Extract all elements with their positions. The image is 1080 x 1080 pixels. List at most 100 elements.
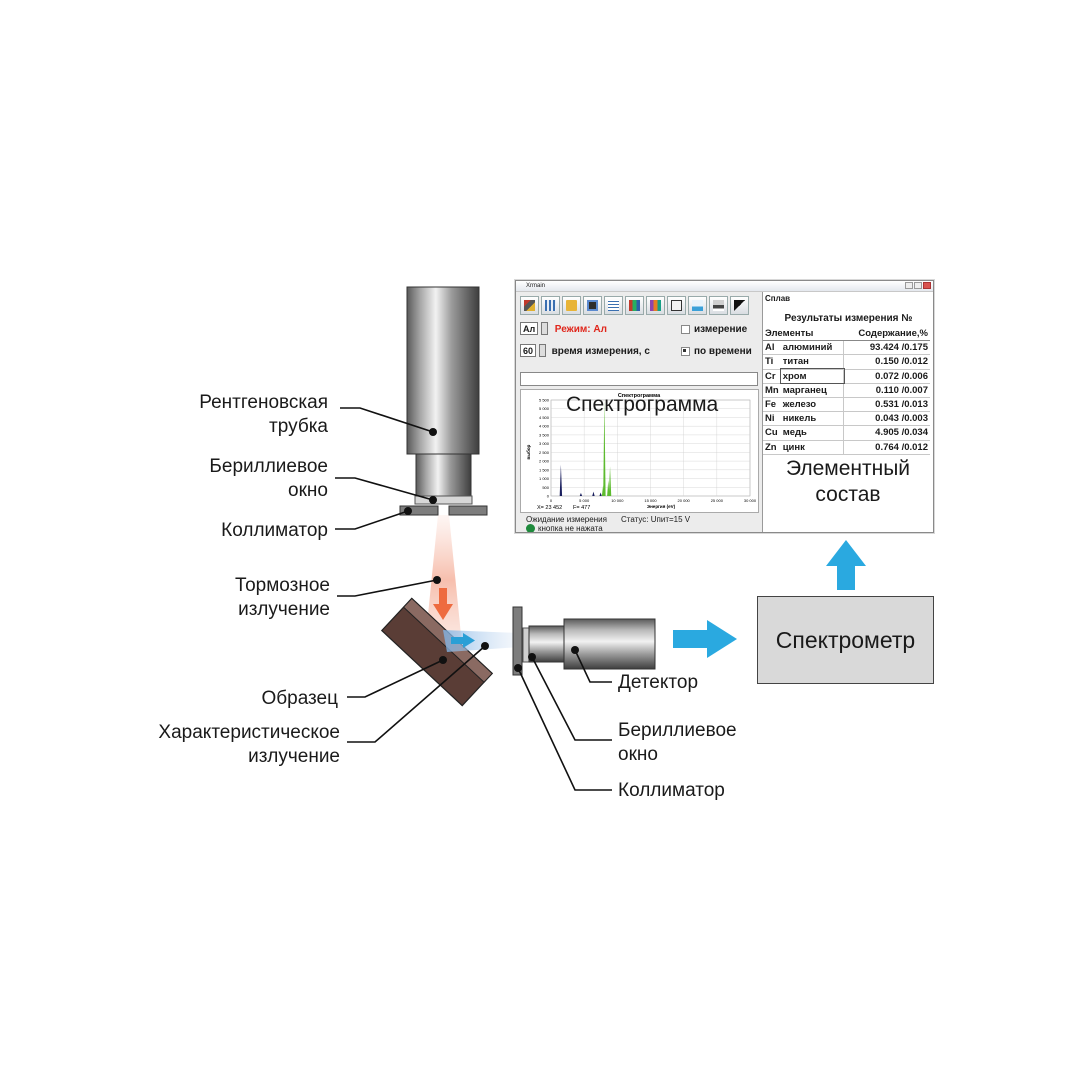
label-sample: Образец bbox=[261, 688, 338, 709]
help-cursor-icon bbox=[734, 300, 745, 311]
library-button[interactable] bbox=[646, 296, 665, 315]
element-name: железо bbox=[780, 397, 844, 413]
element-name: медь bbox=[780, 425, 844, 441]
printer-icon bbox=[713, 300, 724, 311]
label-collimator-top: Коллиматор bbox=[221, 520, 328, 541]
label-xray-tube-1: Рентгеновская bbox=[199, 392, 328, 413]
element-content-value: 0.043 /0.003 bbox=[843, 411, 930, 427]
window-title: Xrmain bbox=[526, 283, 546, 289]
spectrum-peak bbox=[559, 464, 563, 496]
books-button[interactable] bbox=[625, 296, 644, 315]
help-button[interactable] bbox=[730, 296, 749, 315]
results-title: Результаты измерения № bbox=[784, 313, 913, 324]
mode-spinner-icon[interactable] bbox=[541, 322, 548, 335]
notepad-icon bbox=[671, 300, 682, 311]
table-header-row: Элементы Содержание,% bbox=[763, 327, 930, 342]
element-content-value: 0.764 /0.012 bbox=[843, 440, 930, 455]
calculator-icon bbox=[545, 300, 556, 311]
status-wait: Ожидание измерения bbox=[526, 515, 607, 524]
element-content-value: 0.150 /0.012 bbox=[843, 354, 930, 370]
x-tick-label: 15 000 bbox=[644, 498, 657, 503]
status-button-text: кнопка не нажата bbox=[538, 524, 603, 533]
alloy-label: Сплав bbox=[765, 294, 791, 303]
measure-checkbox[interactable] bbox=[681, 324, 690, 334]
element-name: хром bbox=[779, 368, 845, 385]
element-symbol: Cr bbox=[763, 369, 781, 384]
print-button[interactable] bbox=[709, 296, 728, 315]
element-symbol: Ti bbox=[763, 354, 781, 370]
element-symbol: Ni bbox=[763, 411, 781, 427]
element-composition-line-1: Элементный bbox=[785, 457, 911, 480]
analyzer-software-window[interactable]: Xrmain Ал Режим: Ал измерение bbox=[515, 280, 934, 533]
characteristic-beam bbox=[443, 630, 520, 652]
save-button[interactable] bbox=[583, 296, 602, 315]
time-label: время измерения, с bbox=[551, 346, 650, 357]
y-tick-label: 1 000 bbox=[539, 476, 550, 481]
element-content-value: 93.424 /0.175 bbox=[843, 340, 930, 356]
tools-button[interactable] bbox=[520, 296, 539, 315]
x-tick-label: 5 000 bbox=[579, 498, 590, 503]
label-bremsstrahlung-1: Тормозное bbox=[235, 575, 330, 596]
spectrogram-series bbox=[559, 400, 612, 496]
cursor-f-readout: F= 477 bbox=[573, 505, 590, 511]
table-button[interactable] bbox=[604, 296, 623, 315]
spectrum-peak bbox=[592, 491, 595, 496]
chart-icon bbox=[692, 300, 703, 311]
close-icon[interactable] bbox=[923, 282, 931, 289]
x-tick-label: 25 000 bbox=[711, 498, 724, 503]
mode-label: Режим: Ал bbox=[554, 324, 607, 335]
element-symbol: Zn bbox=[763, 440, 781, 455]
characteristic-arrow bbox=[451, 633, 475, 648]
tools-icon bbox=[524, 300, 535, 311]
element-content-value: 0.072 /0.006 bbox=[843, 369, 930, 384]
measure-label: измерение bbox=[694, 324, 748, 335]
save-icon bbox=[587, 300, 598, 311]
header-elements: Элементы bbox=[763, 327, 844, 342]
open-button[interactable] bbox=[562, 296, 581, 315]
maximize-icon[interactable] bbox=[914, 282, 922, 289]
mode-select[interactable]: Ал bbox=[520, 322, 539, 335]
calculator-button[interactable] bbox=[541, 296, 560, 315]
minimize-icon[interactable] bbox=[905, 282, 913, 289]
spectrum-peak bbox=[599, 492, 602, 496]
element-content-value: 0.531 /0.013 bbox=[843, 397, 930, 413]
label-characteristic-1: Характеристическое bbox=[158, 722, 340, 743]
element-composition-line-2: состав bbox=[815, 483, 881, 506]
x-tick-label: 0 bbox=[550, 498, 553, 503]
time-spinner-icon[interactable] bbox=[538, 344, 546, 357]
collimator-detector bbox=[512, 606, 523, 676]
element-symbol: Fe bbox=[763, 397, 781, 413]
toolbar bbox=[520, 296, 749, 318]
element-symbol: Al bbox=[763, 340, 781, 356]
y-tick-label: 0 bbox=[547, 494, 550, 499]
collimator-top bbox=[399, 505, 488, 516]
label-be-window-top-2: окно bbox=[288, 480, 328, 501]
progress-bar bbox=[520, 372, 758, 386]
notepad-button[interactable] bbox=[667, 296, 686, 315]
y-tick-label: 2 000 bbox=[539, 459, 550, 464]
window-controls[interactable] bbox=[905, 282, 931, 289]
control-pane: Ал Режим: Ал измерение 60 время измерени… bbox=[516, 292, 763, 533]
by-time-checkbox[interactable] bbox=[681, 346, 690, 356]
label-detector: Детектор bbox=[618, 672, 698, 693]
chart-button[interactable] bbox=[688, 296, 707, 315]
y-axis-label: выбор bbox=[525, 444, 531, 459]
label-be-window-detector-1: Бериллиевое bbox=[618, 720, 737, 741]
label-bremsstrahlung-2: излучение bbox=[238, 599, 330, 620]
library-icon bbox=[650, 300, 661, 311]
window-title-bar[interactable]: Xrmain bbox=[516, 281, 933, 292]
header-content: Содержание,% bbox=[843, 327, 930, 342]
signal-arrow bbox=[673, 620, 737, 658]
time-input[interactable]: 60 bbox=[520, 344, 537, 357]
